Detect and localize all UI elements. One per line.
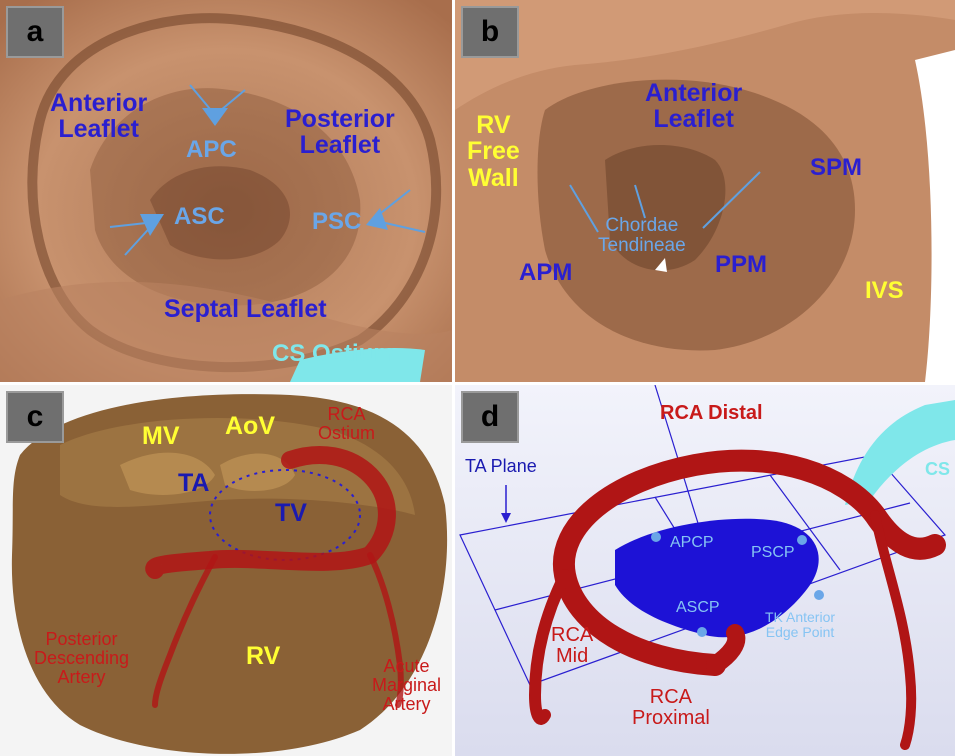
panel-b-tag: b	[461, 6, 519, 58]
panel-d: d RCA Distal TA Plane CS APCP PSCP ASCP …	[455, 385, 955, 756]
panel-c: c MV AoV RCA Ostium TA TV RV Posterior D…	[0, 385, 452, 756]
label-acute-marginal-artery: Acute Marginal Artery	[372, 657, 441, 714]
label-psc: PSC	[312, 209, 361, 234]
label-ivs: IVS	[865, 278, 904, 303]
apcp-point	[651, 532, 661, 542]
label-tv: TV	[275, 500, 307, 526]
pscp-point	[797, 535, 807, 545]
panel-d-tag: d	[461, 391, 519, 443]
label-apcp: APCP	[670, 535, 714, 552]
label-posterior-leaflet: Posterior Leaflet	[285, 106, 395, 159]
label-aov: AoV	[225, 413, 275, 439]
label-ppm: PPM	[715, 252, 767, 277]
label-rca-proximal: RCA Proximal	[632, 687, 710, 729]
label-chordae-tendineae: Chordae Tendineae	[598, 216, 686, 256]
tk-anterior-edge-point	[814, 590, 824, 600]
panel-b-render	[455, 0, 955, 382]
label-rv: RV	[246, 643, 280, 669]
label-pscp: PSCP	[751, 545, 795, 562]
label-posterior-descending-artery: Posterior Descending Artery	[34, 630, 129, 687]
label-asc: ASC	[174, 204, 225, 229]
label-ascp: ASCP	[676, 600, 720, 617]
label-anterior-leaflet-a: Anterior Leaflet	[50, 90, 147, 143]
label-anterior-leaflet-b: Anterior Leaflet	[645, 80, 742, 133]
label-cs: CS	[925, 460, 950, 479]
panel-a-render	[0, 0, 452, 382]
ascp-point	[697, 627, 707, 637]
label-rv-free-wall: RV Free Wall	[467, 112, 520, 191]
label-septal-leaflet: Septal Leaflet	[164, 296, 327, 322]
label-apm: APM	[519, 260, 572, 285]
label-cs-ostium: CS Ostium	[272, 341, 395, 366]
label-ta-plane: TA Plane	[465, 457, 537, 476]
panel-a: a Anterior Leaflet APC Posterior Leaflet…	[0, 0, 452, 382]
label-ta: TA	[178, 470, 209, 496]
panel-b: b Anterior Leaflet RV Free Wall SPM Chor…	[455, 0, 955, 382]
label-tk-anterior-edge-point: TK Anterior Edge Point	[765, 610, 835, 639]
label-mv: MV	[142, 423, 180, 449]
panel-a-tag: a	[6, 6, 64, 58]
label-rca-ostium: RCA Ostium	[318, 405, 375, 443]
label-apc: APC	[186, 137, 237, 162]
label-spm: SPM	[810, 155, 862, 180]
label-rca-distal: RCA Distal	[660, 403, 763, 424]
label-rca-mid: RCA Mid	[551, 625, 593, 667]
panel-c-tag: c	[6, 391, 64, 443]
